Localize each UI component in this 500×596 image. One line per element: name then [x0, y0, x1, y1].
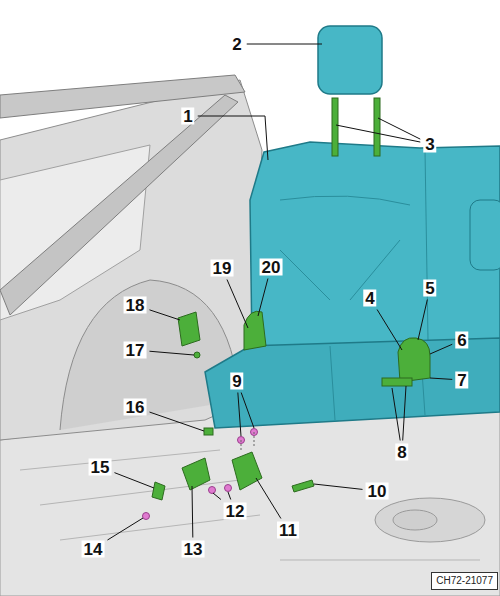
callout-number: 17: [124, 342, 147, 359]
backrest-latch: [398, 338, 430, 382]
spare-well: [375, 498, 485, 542]
headrest: [318, 26, 382, 94]
leader-line: [403, 386, 406, 441]
side-bracket: [178, 312, 200, 346]
c-pillar: [0, 95, 238, 315]
headrest-guide: [374, 98, 380, 156]
screw: [225, 485, 232, 492]
latch-striker: [382, 378, 412, 386]
floor-bracket: [152, 482, 165, 500]
bolt: [292, 480, 314, 492]
callout-number: 4: [363, 290, 376, 307]
leader-line: [392, 388, 400, 441]
backrest-seams: [280, 150, 428, 340]
screw: [143, 513, 150, 520]
leader-line: [114, 473, 154, 488]
backrest-lock-cover: [244, 311, 266, 350]
callout-number: 5: [423, 280, 436, 297]
leader-line: [149, 351, 194, 355]
callout-number: 14: [82, 541, 105, 558]
callout-number: 2: [230, 36, 243, 53]
leader-line: [247, 44, 322, 45]
leader-line: [314, 484, 363, 489]
figure-id: CH72-21077: [436, 575, 493, 587]
callout-number: 20: [260, 259, 283, 276]
leader-line: [378, 118, 420, 139]
leader-line: [149, 310, 180, 320]
leader-line: [213, 493, 221, 500]
leader-line: [241, 393, 254, 429]
leader-line: [227, 280, 248, 329]
callout-number: 1: [181, 108, 194, 125]
leader-line: [149, 412, 204, 431]
leader-line: [258, 279, 268, 317]
callout-number: 7: [455, 372, 468, 389]
assembly-line: [241, 432, 254, 452]
hinge-bracket-left: [182, 458, 210, 490]
floor-ribs: [20, 450, 480, 560]
leader-line: [430, 378, 452, 379]
spare-well-center: [393, 510, 437, 530]
callout-number: 18: [124, 297, 147, 314]
leader-line: [336, 125, 420, 142]
leader-line: [238, 393, 241, 437]
callout-number: 10: [366, 483, 389, 500]
clip: [204, 428, 213, 435]
leader-line: [198, 116, 268, 160]
headrest-guide: [332, 98, 338, 156]
leader-line: [228, 492, 231, 500]
leader-line: [430, 344, 452, 354]
callout-number: 9: [230, 373, 243, 390]
screw: [209, 487, 216, 494]
centre-headrest: [470, 200, 500, 270]
callout-number: 19: [211, 260, 234, 277]
callout-number: 12: [224, 503, 247, 520]
hinge-bracket-right: [232, 452, 262, 490]
leader-line: [377, 310, 402, 351]
callout-number: 3: [423, 136, 436, 153]
callout-number: 6: [455, 332, 468, 349]
callout-number: 8: [395, 444, 408, 461]
figure-id-box: CH72-21077: [431, 572, 498, 590]
callout-number: 13: [182, 541, 205, 558]
leader-line: [418, 300, 427, 341]
seat-cushion: [205, 338, 500, 428]
leader-line: [256, 478, 281, 519]
callout-number: 15: [89, 459, 112, 476]
leader-line: [192, 486, 194, 538]
callout-number: 11: [277, 522, 299, 539]
backrest: [250, 142, 500, 348]
callout-number: 16: [124, 399, 147, 416]
clip: [194, 352, 200, 358]
leader-line: [107, 518, 143, 540]
